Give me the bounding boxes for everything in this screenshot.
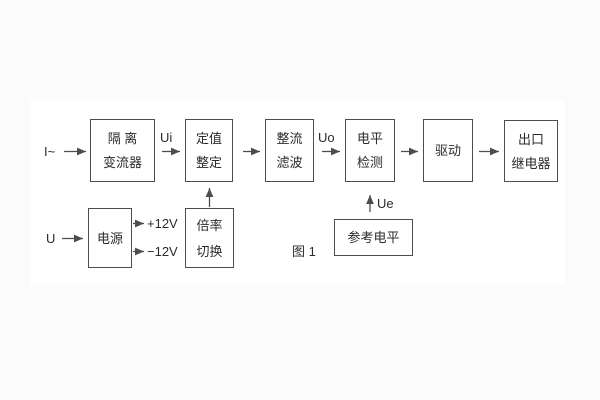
label-signal-uo: Uo — [318, 130, 335, 145]
figure-caption: 图 1 — [292, 244, 316, 259]
label-voltage-input: U — [46, 231, 56, 246]
block-label-line: 参考电平 — [347, 230, 400, 245]
block-power-supply: 电源 — [88, 208, 132, 268]
block-label-line: 隔 离 — [107, 131, 138, 146]
block-setpoint-adjust: 定值 整定 — [185, 119, 233, 182]
block-label-line: 整流 — [276, 131, 303, 146]
block-isolation-transducer: 隔 离 变流器 — [90, 119, 155, 182]
block-rectifier-filter: 整流 滤波 — [265, 119, 314, 182]
block-level-detect: 电平 检测 — [345, 119, 395, 182]
label-signal-ue: Ue — [377, 196, 394, 211]
block-label-line: 电源 — [96, 230, 123, 246]
block-label-line: 出口 — [517, 131, 544, 147]
block-label-line: 驱动 — [434, 143, 461, 158]
block-label-line: 滤波 — [276, 155, 303, 170]
block-output-relay: 出口 继电器 — [504, 120, 558, 182]
block-label-line: 切换 — [196, 243, 223, 259]
label-signal-ui: Ui — [160, 130, 173, 145]
block-reference-level: 参考电平 — [334, 219, 413, 256]
block-label-line: 定值 — [195, 131, 222, 146]
label-current-input: I~ — [44, 144, 56, 159]
block-label-line: 倍率 — [196, 217, 223, 233]
block-label-line: 电平 — [356, 131, 383, 146]
block-ratio-switch: 倍率 切换 — [185, 208, 234, 268]
label-positive-rail: +12V — [147, 216, 178, 231]
block-drive: 驱动 — [423, 119, 473, 182]
block-label-line: 整定 — [195, 155, 222, 170]
block-label-line: 变流器 — [102, 155, 142, 170]
label-negative-rail: −12V — [147, 244, 178, 259]
block-label-line: 继电器 — [511, 155, 551, 171]
block-label-line: 检测 — [356, 155, 383, 170]
